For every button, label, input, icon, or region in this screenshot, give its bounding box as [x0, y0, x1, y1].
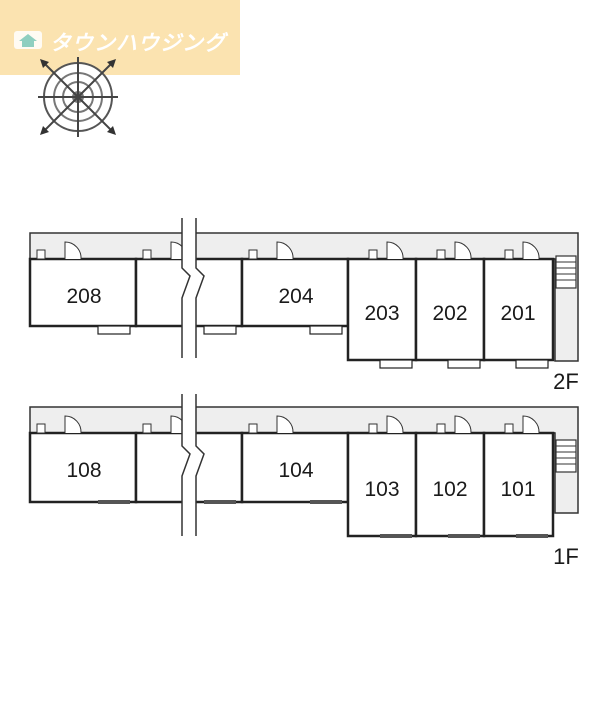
unit-label: 102 — [432, 478, 467, 501]
door-icon — [436, 415, 472, 434]
break-line-icon — [181, 218, 205, 358]
floor-label-2f: 2F — [553, 369, 579, 394]
stairs-icon — [555, 439, 577, 473]
door-icon — [36, 415, 82, 434]
compass-icon — [38, 57, 118, 137]
unit-103 — [346, 431, 418, 538]
break-line-icon — [181, 394, 205, 536]
balcony — [203, 325, 237, 335]
door-icon — [248, 241, 294, 260]
door-icon — [504, 241, 540, 260]
unit-label: 203 — [364, 302, 399, 325]
balcony — [309, 325, 343, 335]
unit-label: 208 — [66, 285, 101, 308]
house-logo-icon — [14, 31, 42, 49]
door-icon — [368, 241, 404, 260]
floor-2f-plan: 208 204 203 202 201 2F — [28, 218, 579, 394]
unit-label: 204 — [278, 285, 313, 308]
unit-102 — [414, 431, 486, 538]
unit-203 — [346, 257, 418, 362]
balcony — [379, 359, 413, 369]
unit-201 — [482, 257, 555, 362]
floor-label-1f: 1F — [553, 544, 579, 569]
door-icon — [368, 415, 404, 434]
unit-label: 202 — [432, 302, 467, 325]
stairs-icon — [555, 255, 577, 289]
floor-1f-plan: 108 104 103 102 101 1F — [28, 394, 579, 569]
unit-208 — [28, 257, 138, 328]
company-logo: タウンハウジング — [0, 0, 240, 75]
balcony — [97, 325, 131, 335]
unit-104 — [240, 431, 350, 504]
balcony — [447, 359, 481, 369]
unit-108 — [28, 431, 138, 504]
door-icon — [248, 415, 294, 434]
door-icon — [36, 241, 82, 260]
door-icon — [436, 241, 472, 260]
unit-label: 201 — [500, 302, 535, 325]
balcony — [515, 359, 549, 369]
unit-label: 108 — [66, 459, 101, 482]
logo-text: タウンハウジング — [50, 31, 226, 55]
unit-label: 103 — [364, 478, 399, 501]
door-icon — [504, 415, 540, 434]
unit-label: 104 — [278, 459, 313, 482]
unit-label: 101 — [500, 478, 535, 501]
